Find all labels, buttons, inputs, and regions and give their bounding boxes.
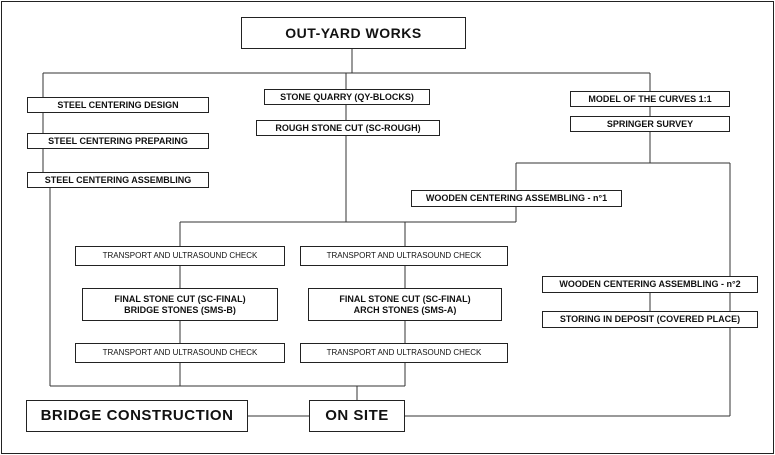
arch-transport-check-top-box: TRANSPORT AND ULTRASOUND CHECK — [300, 246, 508, 266]
bridge-construction-box: BRIDGE CONSTRUCTION — [26, 400, 248, 432]
steel-centering-assembling-box: STEEL CENTERING ASSEMBLING — [27, 172, 209, 188]
rough-stone-cut-box: ROUGH STONE CUT (SC-ROUGH) — [256, 120, 440, 136]
bridge-final-cut-line2: BRIDGE STONES (SMS-B) — [124, 304, 236, 315]
on-site-box: ON SITE — [309, 400, 405, 432]
arch-transport-check-bottom-box: TRANSPORT AND ULTRASOUND CHECK — [300, 343, 508, 363]
arch-final-cut-line2: ARCH STONES (SMS-A) — [353, 304, 457, 315]
steel-centering-preparing-box: STEEL CENTERING PREPARING — [27, 133, 209, 149]
steel-centering-design-box: STEEL CENTERING DESIGN — [27, 97, 209, 113]
stone-quarry-box: STONE QUARRY (QY-BLOCKS) — [264, 89, 430, 105]
bridge-final-cut-line1: FINAL STONE CUT (SC-FINAL) — [114, 294, 246, 305]
wooden-centering-1-box: WOODEN CENTERING ASSEMBLING - n°1 — [411, 190, 622, 207]
arch-final-cut-line1: FINAL STONE CUT (SC-FINAL) — [339, 294, 471, 305]
bridge-transport-check-bottom-box: TRANSPORT AND ULTRASOUND CHECK — [75, 343, 285, 363]
springer-survey-box: SPRINGER SURVEY — [570, 116, 730, 132]
arch-final-stone-cut-box: FINAL STONE CUT (SC-FINAL) ARCH STONES (… — [308, 288, 502, 321]
out-yard-works-title: OUT-YARD WORKS — [241, 17, 466, 49]
bridge-transport-check-top-box: TRANSPORT AND ULTRASOUND CHECK — [75, 246, 285, 266]
storing-in-deposit-box: STORING IN DEPOSIT (COVERED PLACE) — [542, 311, 758, 328]
model-of-curves-box: MODEL OF THE CURVES 1:1 — [570, 91, 730, 107]
bridge-final-stone-cut-box: FINAL STONE CUT (SC-FINAL) BRIDGE STONES… — [82, 288, 278, 321]
wooden-centering-2-box: WOODEN CENTERING ASSEMBLING - n°2 — [542, 276, 758, 293]
